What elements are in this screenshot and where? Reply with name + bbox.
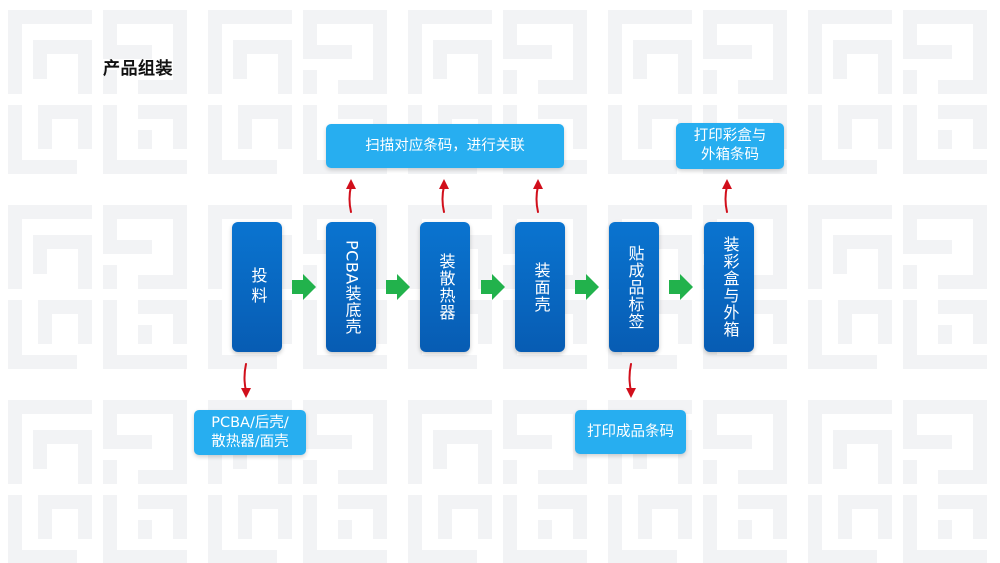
step-feeding: 投料 <box>232 222 282 352</box>
callout-materials-text: PCBA/后壳/ 散热器/面壳 <box>211 414 289 450</box>
callout-scan-barcode: 扫描对应条码，进行关联 <box>326 124 564 168</box>
step-pack-box-carton: 装彩盒与外箱 <box>704 222 754 352</box>
step-install-heatsink-label: 装散热器 <box>436 253 456 321</box>
step-apply-product-label-label: 贴成品标签 <box>625 244 645 330</box>
step-apply-product-label: 贴成品标签 <box>609 222 659 352</box>
step-install-heatsink: 装散热器 <box>420 222 470 352</box>
step-pcba-bottom-shell-label: PCBA装底壳 <box>342 239 362 335</box>
callout-print-product-label-text: 打印成品条码 <box>587 423 674 440</box>
step-install-face-shell-label: 装面壳 <box>531 261 551 313</box>
step-pcba-bottom-shell: PCBA装底壳 <box>326 222 376 352</box>
callout-print-box-label: 打印彩盒与 外箱条码 <box>676 123 784 169</box>
callout-materials: PCBA/后壳/ 散热器/面壳 <box>194 410 306 455</box>
callout-scan-barcode-text: 扫描对应条码，进行关联 <box>365 137 525 154</box>
callout-print-product-label: 打印成品条码 <box>575 410 686 454</box>
callout-print-box-label-text: 打印彩盒与 外箱条码 <box>693 128 767 163</box>
step-feeding-label: 投料 <box>248 267 268 307</box>
step-pack-box-carton-label: 装彩盒与外箱 <box>720 236 740 338</box>
step-install-face-shell: 装面壳 <box>515 222 565 352</box>
page-title: 产品组装 <box>103 59 173 79</box>
